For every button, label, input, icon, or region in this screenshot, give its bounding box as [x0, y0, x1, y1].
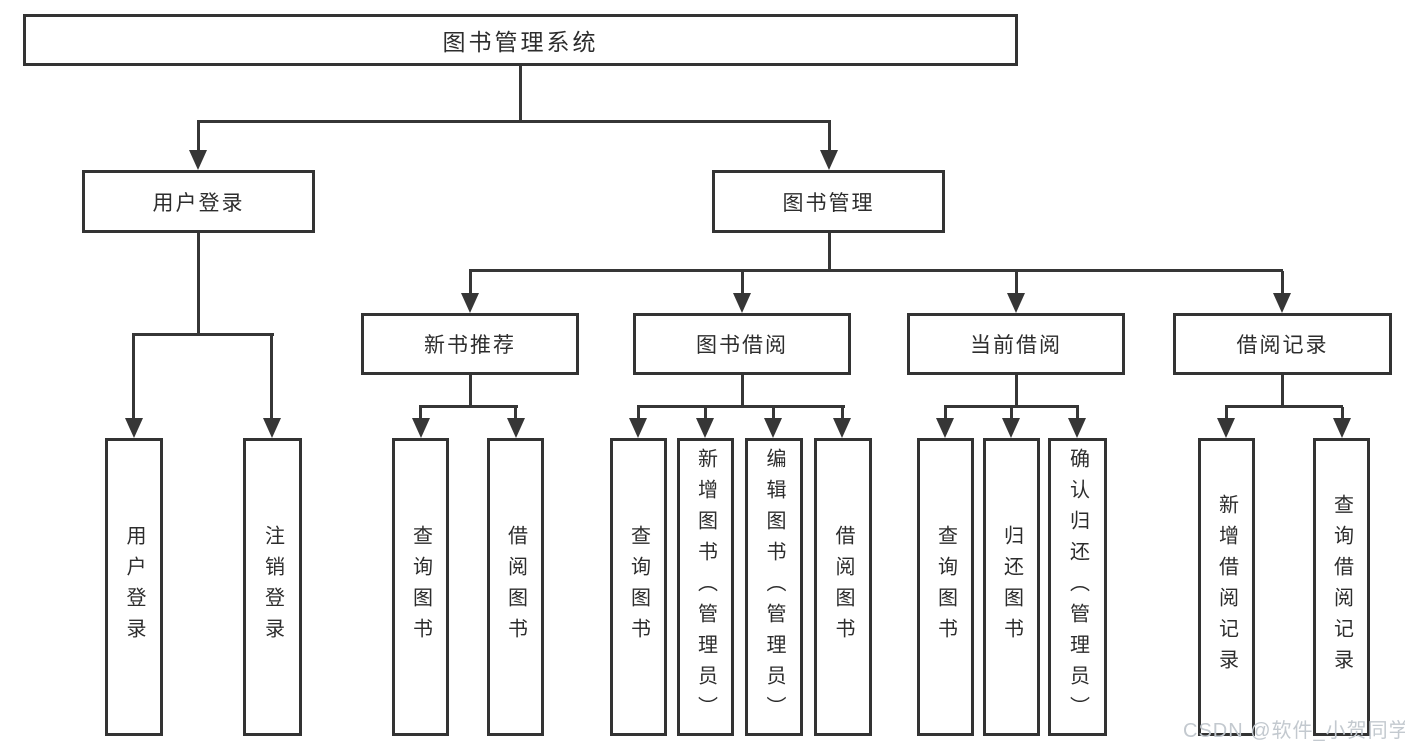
leaf-add-book-admin-label: 新增图书（管理员） — [694, 447, 717, 727]
arrowhead-to-leaf-add-book — [696, 418, 714, 438]
arrowhead-to-leaf-query-record — [1333, 418, 1351, 438]
connector-to-leaf-query-2 — [637, 407, 640, 420]
connector-to-leaf-query-1 — [419, 407, 422, 420]
leaf-return-books: 归还图书 — [983, 438, 1040, 736]
leaf-confirm-return-admin-label: 确认归还（管理员） — [1066, 447, 1089, 727]
connector-to-leaf-login — [132, 334, 135, 418]
leaf-edit-book-admin-label: 编辑图书（管理员） — [763, 447, 785, 727]
leaf-user-login-label: 用户登录 — [123, 525, 145, 649]
connector-user-login-stub — [197, 233, 200, 334]
arrowhead-to-leaf-login — [125, 418, 143, 438]
connector-to-leaf-query-3 — [944, 407, 947, 420]
connector-root-stub — [519, 66, 522, 122]
connector-to-leaf-borrow-2 — [841, 407, 844, 420]
connector-to-current-borrow — [1015, 271, 1018, 295]
leaf-borrow-books-1-label: 借阅图书 — [504, 525, 527, 649]
connector-current-borrow-bar — [944, 405, 1079, 408]
connector-book-borrow-stub — [741, 375, 744, 407]
connector-user-login-bar — [132, 333, 274, 336]
connector-to-leaf-add-record — [1225, 407, 1228, 420]
connector-root-bar — [197, 120, 831, 123]
arrowhead-to-leaf-confirm-return — [1068, 418, 1086, 438]
node-current-borrow: 当前借阅 — [907, 313, 1125, 375]
leaf-logout-label: 注销登录 — [261, 525, 284, 649]
connector-to-leaf-borrow-1 — [514, 407, 517, 420]
connector-to-leaf-edit-book — [772, 407, 775, 420]
leaf-user-login: 用户登录 — [105, 438, 163, 736]
arrowhead-to-borrow-records — [1273, 293, 1291, 313]
leaf-add-book-admin: 新增图书（管理员） — [677, 438, 734, 736]
node-book-borrow: 图书借阅 — [633, 313, 851, 375]
node-book-mgmt: 图书管理 — [712, 170, 945, 233]
node-root-label: 图书管理系统 — [442, 29, 599, 55]
connector-root-to-user-login — [197, 121, 200, 152]
arrowhead-to-leaf-query-1 — [412, 418, 430, 438]
arrowhead-to-leaf-query-3 — [936, 418, 954, 438]
arrowhead-to-leaf-logout — [263, 418, 281, 438]
node-user-login: 用户登录 — [82, 170, 315, 233]
leaf-add-borrow-record: 新增借阅记录 — [1198, 438, 1255, 736]
node-current-borrow-label: 当前借阅 — [970, 334, 1062, 357]
connector-to-leaf-return — [1010, 407, 1013, 420]
node-book-mgmt-label: 图书管理 — [782, 191, 875, 215]
leaf-query-books-3-label: 查询图书 — [934, 525, 957, 649]
csdn-watermark: CSDN @软件_小贺同学 — [1183, 720, 1405, 742]
connector-to-leaf-add-book — [704, 407, 707, 420]
node-book-borrow-label: 图书借阅 — [696, 334, 788, 357]
leaf-query-books-2-label: 查询图书 — [627, 525, 650, 649]
leaf-add-borrow-record-label: 新增借阅记录 — [1215, 494, 1238, 680]
connector-to-leaf-query-record — [1341, 407, 1344, 420]
leaf-borrow-books-2: 借阅图书 — [814, 438, 872, 736]
leaf-query-books-1-label: 查询图书 — [409, 525, 432, 649]
node-new-books-label: 新书推荐 — [424, 334, 516, 357]
arrowhead-to-user-login — [189, 150, 207, 170]
leaf-query-books-2: 查询图书 — [610, 438, 667, 736]
connector-book-mgmt-stub — [828, 233, 831, 271]
connector-to-book-borrow — [741, 271, 744, 295]
leaf-edit-book-admin: 编辑图书（管理员） — [745, 438, 803, 736]
arrowhead-to-book-borrow — [733, 293, 751, 313]
arrowhead-to-leaf-borrow-2 — [833, 418, 851, 438]
arrowhead-to-book-mgmt — [820, 150, 838, 170]
arrowhead-to-leaf-add-record — [1217, 418, 1235, 438]
connector-new-books-bar — [419, 405, 518, 408]
leaf-borrow-books-2-label: 借阅图书 — [832, 525, 854, 649]
connector-to-leaf-logout — [270, 334, 273, 418]
connector-to-leaf-confirm-return — [1076, 407, 1079, 420]
leaf-confirm-return-admin: 确认归还（管理员） — [1048, 438, 1107, 736]
connector-book-mgmt-bar — [469, 269, 1283, 272]
node-new-books: 新书推荐 — [361, 313, 579, 375]
node-borrow-records-label: 借阅记录 — [1236, 334, 1329, 357]
connector-root-to-book-mgmt — [828, 121, 831, 152]
arrowhead-to-leaf-return — [1002, 418, 1020, 438]
connector-borrow-records-stub — [1281, 375, 1284, 407]
leaf-query-borrow-record: 查询借阅记录 — [1313, 438, 1370, 736]
connector-borrow-records-bar — [1225, 405, 1343, 408]
arrowhead-to-leaf-borrow-1 — [507, 418, 525, 438]
arrowhead-to-leaf-edit-book — [764, 418, 782, 438]
leaf-logout: 注销登录 — [243, 438, 302, 736]
leaf-return-books-label: 归还图书 — [1000, 525, 1023, 649]
arrowhead-to-leaf-query-2 — [629, 418, 647, 438]
connector-book-borrow-bar — [637, 405, 845, 408]
leaf-borrow-books-1: 借阅图书 — [487, 438, 544, 736]
node-borrow-records: 借阅记录 — [1173, 313, 1392, 375]
leaf-query-books-3: 查询图书 — [917, 438, 974, 736]
node-root: 图书管理系统 — [23, 14, 1018, 66]
connector-new-books-stub — [469, 375, 472, 407]
connector-current-borrow-stub — [1015, 375, 1018, 407]
node-user-login-label: 用户登录 — [152, 191, 245, 215]
leaf-query-borrow-record-label: 查询借阅记录 — [1330, 494, 1353, 680]
connector-to-borrow-records — [1281, 271, 1284, 295]
arrowhead-to-new-books — [461, 293, 479, 313]
connector-to-new-books — [469, 271, 472, 295]
arrowhead-to-current-borrow — [1007, 293, 1025, 313]
leaf-query-books-1: 查询图书 — [392, 438, 449, 736]
